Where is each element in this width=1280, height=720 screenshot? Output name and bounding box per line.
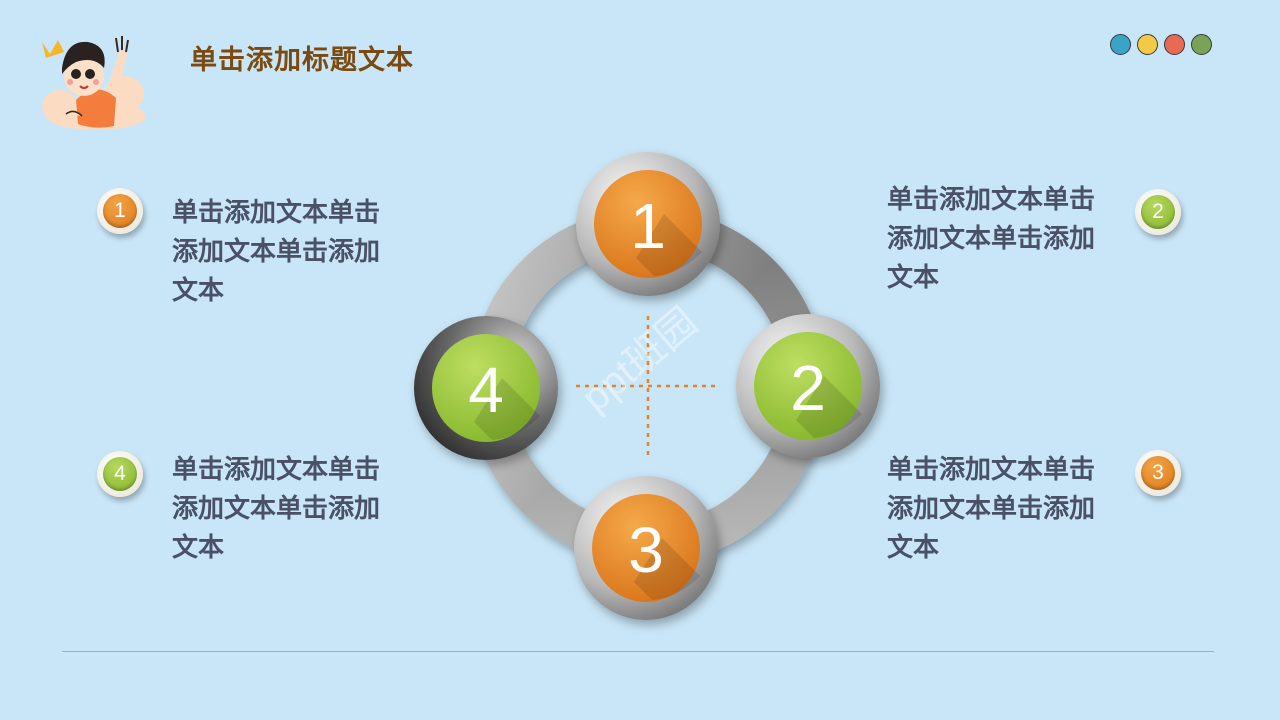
color-dots: [1110, 34, 1212, 55]
color-dot: [1191, 34, 1212, 55]
node-number: 4: [468, 354, 504, 426]
page-title: 单击添加标题文本: [190, 45, 414, 76]
text-block-4: 单击添加文本单击添加文本单击添加文本: [172, 455, 381, 563]
bottom-divider: [62, 651, 1214, 652]
text-block-3: 单击添加文本单击添加文本单击添加文本: [887, 455, 1096, 563]
node-3: 3: [574, 476, 718, 620]
cycle-diagram: ppt班园 1 2 3 4: [414, 152, 880, 620]
badge-number: 3: [1141, 456, 1175, 490]
cartoon-character-icon: [42, 36, 146, 130]
badge-number: 2: [1141, 195, 1175, 229]
color-dot: [1164, 34, 1185, 55]
color-dot: [1137, 34, 1158, 55]
node-number: 1: [630, 190, 666, 262]
text-block-1: 单击添加文本单击添加文本单击添加文本: [172, 198, 381, 306]
badge-number: 4: [103, 457, 137, 491]
color-dot: [1110, 34, 1131, 55]
badge-number: 1: [103, 194, 137, 228]
badge-4: 4: [97, 451, 143, 497]
watermark-text: ppt班园: [574, 300, 706, 421]
node-4: 4: [414, 316, 558, 460]
badge-3: 3: [1135, 450, 1181, 496]
node-1: 1: [576, 152, 720, 296]
badge-2: 2: [1135, 189, 1181, 235]
badge-1: 1: [97, 188, 143, 234]
node-number: 2: [790, 352, 826, 424]
node-number: 3: [628, 514, 664, 586]
text-block-2: 单击添加文本单击添加文本单击添加文本: [887, 185, 1096, 293]
node-2: 2: [736, 314, 880, 458]
